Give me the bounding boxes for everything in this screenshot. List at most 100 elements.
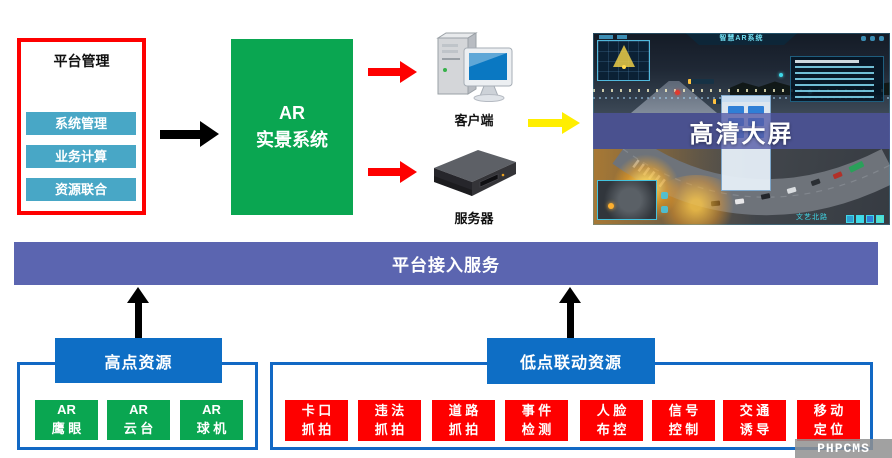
data-list-header xyxy=(795,60,860,63)
checkpoint-capture-box: 卡 口 抓 拍 xyxy=(285,400,348,441)
high-point-header: 高点资源 xyxy=(55,338,222,383)
arrow-head xyxy=(400,161,417,183)
camera-inset-panel xyxy=(597,180,657,220)
desktop-computer-icon xyxy=(436,32,513,102)
item-line1: 卡 口 xyxy=(301,402,332,418)
item-line1: 交 通 xyxy=(739,402,770,418)
ui-chip xyxy=(599,35,613,39)
arrow-shaft xyxy=(566,303,574,338)
ar-system-line1: AR xyxy=(279,103,305,123)
arrow-ar-to-server xyxy=(368,161,417,183)
arrow-shaft xyxy=(368,68,400,76)
item-line2: 抓 拍 xyxy=(374,421,405,437)
arrow-shaft xyxy=(528,119,562,127)
item-line1: 道 路 xyxy=(448,402,479,418)
item-line2: 抓 拍 xyxy=(448,421,479,437)
item-line1: AR xyxy=(57,402,76,418)
phpcms-watermark: PHPCMS xyxy=(795,439,892,458)
camera-position-dot xyxy=(622,65,626,69)
item-line2: 定 位 xyxy=(813,421,844,437)
minimize-icon xyxy=(870,36,875,41)
ar-marker-red xyxy=(675,90,680,95)
inset-control-button xyxy=(661,206,668,213)
server-icon xyxy=(434,150,516,196)
item-line1: 移 动 xyxy=(813,402,844,418)
item-line2: 诱 导 xyxy=(739,421,770,437)
event-detection-box: 事 件 检 测 xyxy=(505,400,568,441)
client-node: 客户端 xyxy=(432,30,516,129)
mobile-positioning-box: 移 动 定 位 xyxy=(797,400,860,441)
ar-dome-camera-box: AR 球 机 xyxy=(180,400,243,440)
ar-eagle-eye-box: AR 鹰 眼 xyxy=(35,400,98,440)
arrow-to-big-screen xyxy=(528,112,580,134)
resource-federation-box: 资源联合 xyxy=(26,178,136,201)
arrow-head xyxy=(562,112,580,134)
platform-management-panel: 平台管理 系统管理 业务计算 资源联合 xyxy=(17,38,146,215)
item-line1: AR xyxy=(202,402,221,418)
arrow-highpoint-to-banner xyxy=(127,287,149,338)
item-line1: 人 脸 xyxy=(596,402,627,418)
ui-chip xyxy=(866,215,874,223)
ar-ptz-box: AR 云 台 xyxy=(107,400,170,440)
arrow-head xyxy=(127,287,149,303)
inset-control-button xyxy=(661,192,668,199)
server-label: 服务器 xyxy=(454,211,494,226)
item-line2: 云 台 xyxy=(123,421,154,436)
arrow-shaft xyxy=(368,168,400,176)
system-management-box: 系统管理 xyxy=(26,112,136,135)
server-node: 服务器 xyxy=(428,146,520,227)
data-list-panel xyxy=(790,56,884,102)
arrow-shaft xyxy=(160,129,200,139)
item-line1: 事 件 xyxy=(521,402,552,418)
arrow-head xyxy=(559,287,581,303)
client-label: 客户端 xyxy=(454,113,494,128)
signal-button xyxy=(748,106,764,114)
business-computing-box: 业务计算 xyxy=(26,145,136,168)
ar-marker-teal xyxy=(779,73,783,77)
bottom-ui-chips xyxy=(846,215,884,223)
face-surveillance-box: 人 脸 布 控 xyxy=(580,400,643,441)
traffic-guidance-box: 交 通 诱 导 xyxy=(723,400,786,441)
data-list-rows xyxy=(795,66,875,98)
big-screen-title-band: 高清大屏 xyxy=(593,113,890,149)
arrow-head xyxy=(400,61,417,83)
big-screen-image: 智慧AR系统 高清大屏 xyxy=(593,33,890,225)
item-line2: 控 制 xyxy=(668,421,699,437)
location-caption: 文艺北路 xyxy=(796,214,828,221)
ui-chip xyxy=(617,35,627,39)
ar-system-line2: 实景系统 xyxy=(256,130,328,150)
platform-access-service-bar: 平台接入服务 xyxy=(14,242,878,285)
item-line2: 检 测 xyxy=(521,421,552,437)
settings-icon xyxy=(861,36,866,41)
city-lights-row xyxy=(593,89,890,92)
violation-capture-box: 违 法 抓 拍 xyxy=(358,400,421,441)
item-line2: 布 控 xyxy=(596,421,627,437)
big-screen-title: 高清大屏 xyxy=(689,120,794,148)
arrow-lowpoint-to-banner xyxy=(559,287,581,338)
ar-system-header: 智慧AR系统 xyxy=(685,33,798,45)
light-dot xyxy=(608,203,614,209)
item-line1: AR xyxy=(129,402,148,418)
signal-button xyxy=(728,106,744,114)
arrow-shaft xyxy=(134,303,142,338)
arrow-head xyxy=(200,121,219,147)
ar-system-box: AR 实景系统 xyxy=(231,39,353,215)
camera-view-cone xyxy=(613,45,635,67)
road-capture-box: 道 路 抓 拍 xyxy=(432,400,495,441)
item-line2: 球 机 xyxy=(196,421,227,436)
signal-control-box: 信 号 控 制 xyxy=(652,400,715,441)
arrow-ar-to-client xyxy=(368,61,417,83)
item-line1: 违 法 xyxy=(374,402,405,418)
item-line2: 抓 拍 xyxy=(301,421,332,437)
ui-chip xyxy=(856,215,864,223)
ui-chip xyxy=(846,215,854,223)
ui-chip xyxy=(876,215,884,223)
low-point-header: 低点联动资源 xyxy=(487,338,655,384)
ar-label-tag xyxy=(688,79,714,84)
platform-management-title: 平台管理 xyxy=(53,53,110,69)
item-line1: 信 号 xyxy=(668,402,699,418)
search-icon xyxy=(879,36,884,41)
item-line2: 鹰 眼 xyxy=(51,421,82,436)
map-inset-panel xyxy=(597,40,650,81)
